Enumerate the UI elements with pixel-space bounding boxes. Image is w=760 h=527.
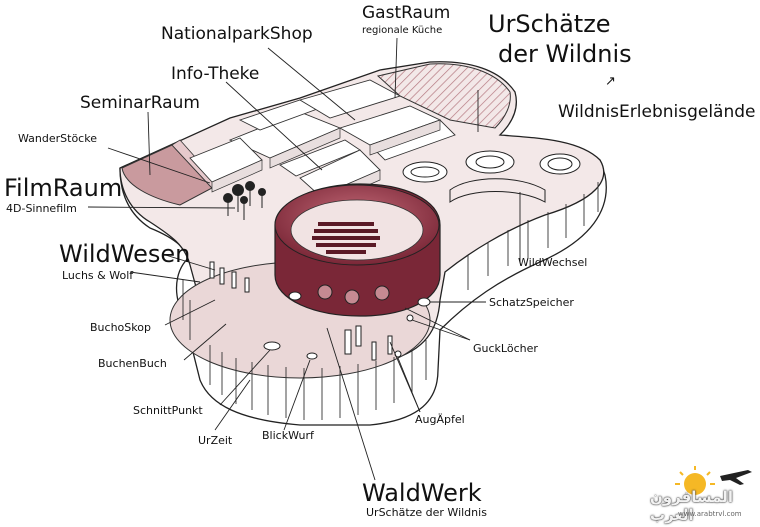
label-filmraum-sub: 4D-Sinnefilm: [6, 202, 77, 215]
label-schatzspeicher: SchatzSpeicher: [489, 296, 574, 309]
label-nationalparkshop: NationalparkShop: [161, 24, 313, 44]
wall-fins: [182, 182, 599, 420]
label-gastraum: GastRaum: [362, 3, 451, 23]
label-wildwesen: WildWesen: [59, 240, 191, 268]
gastraum-room: [376, 63, 511, 129]
wildwechsel-structures: [402, 150, 581, 203]
label-wildwesen-sub: Luchs & Wolf: [62, 269, 134, 282]
label-guckloecher: GuckLöcher: [473, 342, 538, 355]
label-urzeit: UrZeit: [198, 434, 233, 447]
exhibit-objects: [209, 261, 431, 361]
sun-icon: [684, 473, 706, 495]
label-infotheke: Info-Theke: [171, 64, 260, 84]
leader-lines: [87, 37, 521, 481]
label-wildniserlebnis-arrow: ↗: [605, 74, 616, 89]
cinema-seats: [312, 222, 380, 254]
label-wildniserlebnis: WildnisErlebnisgelände: [558, 102, 756, 122]
watermark-logo: [675, 466, 752, 495]
label-augaepfel: AugÄpfel: [415, 413, 465, 426]
label-wanderstoecke: WanderStöcke: [18, 132, 97, 145]
label-buchoskop: BuchoSkop: [90, 321, 151, 334]
plane-icon: [720, 470, 752, 485]
label-seminarraum: SeminarRaum: [80, 93, 200, 113]
label-wildwechsel: WildWechsel: [518, 256, 588, 269]
label-buchenbuch: BuchenBuch: [98, 357, 167, 370]
label-waldwerk-sub: UrSchätze der Wildnis: [366, 506, 487, 519]
label-schnittpunkt: SchnittPunkt: [133, 404, 203, 417]
label-gastraum-sub: regionale Küche: [362, 25, 443, 36]
watermark-url: www.arabtrvl.com: [678, 510, 742, 518]
filmraum-cinema: [274, 183, 441, 317]
label-blickwurf: BlickWurf: [262, 429, 314, 442]
seminarraum-room: [121, 144, 213, 206]
watermark-logo-text: المسافرون العرب: [650, 488, 734, 524]
tree-icons: [223, 181, 266, 220]
label-urschaetze-line2: der Wildnis: [498, 40, 632, 68]
label-urschaetze-line1: UrSchätze: [488, 10, 611, 38]
label-waldwerk: WaldWerk: [362, 479, 482, 507]
label-filmraum: FilmRaum: [4, 174, 123, 202]
